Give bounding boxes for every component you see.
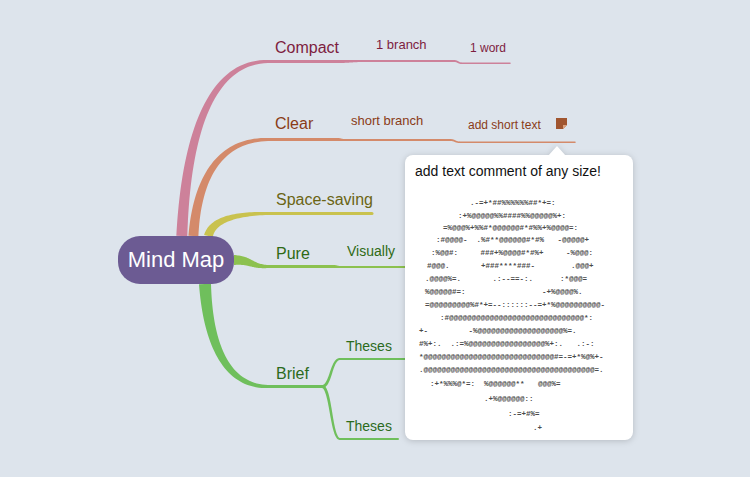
- ascii-art-line: %@@@@@#=: -+%@@@@%.: [425, 288, 583, 297]
- comment-popup: add text comment of any size! .-=+*##%%%%…: [405, 155, 633, 440]
- central-topic: Mind Map: [118, 236, 234, 284]
- ascii-art-line: :+%@@@@@%%####%%@@@@@%+:: [458, 212, 566, 221]
- branch-underline: [268, 385, 322, 388]
- branch-topic: Theses: [340, 328, 408, 360]
- branch-underline: [340, 358, 408, 360]
- branch-underline: [344, 139, 450, 141]
- branch-connector: [204, 212, 268, 237]
- branch-underline: [462, 63, 510, 65]
- topic-label: Clear: [275, 114, 313, 133]
- branch-connector: [188, 138, 268, 236]
- ascii-art-line: :%@@#: ###+%@@@@#*#%+ -%@@@:: [431, 249, 593, 258]
- branch-underline: [268, 265, 334, 268]
- topic-label: Visually: [347, 243, 395, 260]
- topic-label: Theses: [346, 338, 392, 355]
- topic-label: 1 branch: [376, 37, 427, 53]
- ascii-art-line: .+: [533, 424, 542, 433]
- topic-label: 1 word: [470, 41, 506, 55]
- branch-topic: Theses: [340, 408, 398, 440]
- topic-label: Pure: [276, 244, 310, 263]
- topic-label: Compact: [275, 38, 339, 57]
- branch-topic: Clear: [268, 110, 338, 141]
- branch-topic: Visually: [340, 234, 410, 268]
- topic-label: Brief: [276, 364, 309, 383]
- ascii-art-line: :+*%%%@*=: %@@@@@@** @@@%=: [430, 380, 561, 389]
- branch-topic: Space-saving: [268, 184, 372, 215]
- ascii-art-line: .@@@@%=. .:--==-:. :*@@@=: [425, 275, 587, 284]
- branch-underline: [268, 138, 338, 141]
- ascii-art-line: #%+:. .:=%@@@@@@@@@@@@@@@@@%+:. .:-:: [419, 340, 595, 349]
- note-icon: [556, 118, 568, 130]
- branch-underline: [362, 60, 454, 62]
- branch-connector: [176, 60, 268, 236]
- ascii-art-line: *@@@@@@@@@@@@@@@@@@@@@@@@@@@@@#=-=+*%@%+…: [419, 353, 604, 362]
- branch-underline: [340, 438, 398, 440]
- branch-underline: [268, 60, 340, 63]
- topic-label: Space-saving: [276, 190, 373, 209]
- topic-label: Theses: [346, 418, 392, 435]
- ascii-art-line: :#@@@@@@@@@@@@@@@@@@@@@@@@@@@@@@*:: [440, 314, 593, 323]
- ascii-art-line: :-=+#%=: [508, 410, 540, 419]
- note-fold: [563, 125, 567, 129]
- branch-topic: Pure: [268, 238, 334, 268]
- note-body: [556, 118, 567, 129]
- branch-topic: 1 word: [462, 35, 510, 64]
- branch-underline: [340, 266, 410, 268]
- ascii-art-line: #@@@. +###****###- .@@@+: [427, 262, 594, 271]
- topic-label: add short text: [468, 118, 541, 132]
- popup-pointer: [548, 146, 566, 156]
- ascii-art-line: .@@@@@@@@@@@@@@@@@@@@@@@@@@@@@@@@@@@@@@=…: [419, 366, 604, 375]
- ascii-art-line: +- -%@@@@@@@@@@@@@@@@@@@%=.: [419, 327, 577, 336]
- ascii-art-line: .-=+*##%%%%%%##*+=:: [470, 199, 556, 208]
- ascii-art-line: :#@@@@- .%#**@@@@@@#*#% -@@@@@+: [436, 236, 589, 245]
- branch-topic: Brief: [268, 356, 322, 388]
- branch-connector: [322, 358, 340, 388]
- branch-connector: [450, 139, 460, 143]
- branch-connector: [234, 255, 268, 268]
- comment-text: add text comment of any size!: [415, 163, 601, 180]
- branch-topic: Compact: [268, 35, 340, 63]
- branch-connector: [322, 385, 340, 440]
- topic-label: short branch: [351, 113, 423, 129]
- branch-connector: [340, 60, 362, 63]
- ascii-art-line: =%@@@%+%%#*@@@@@@#*#%%+%@@@@=:: [443, 224, 578, 233]
- branch-topic: short branch: [344, 106, 450, 141]
- ascii-art-line: =@@@@@@@@@%#*+=--::::::--=+*%@@@@@@@@@@-: [425, 301, 605, 310]
- popup-box: [405, 155, 633, 440]
- branch-underline: [460, 142, 575, 144]
- branch-connector: [199, 284, 268, 388]
- branch-underline: [268, 212, 372, 215]
- topic-label: Mind Map: [128, 247, 225, 273]
- branch-topic: 1 branch: [362, 33, 454, 62]
- branch-connector: [454, 60, 462, 64]
- rounded-box: [118, 236, 234, 284]
- ascii-art-line: .+%@@@@@@::: [484, 395, 534, 404]
